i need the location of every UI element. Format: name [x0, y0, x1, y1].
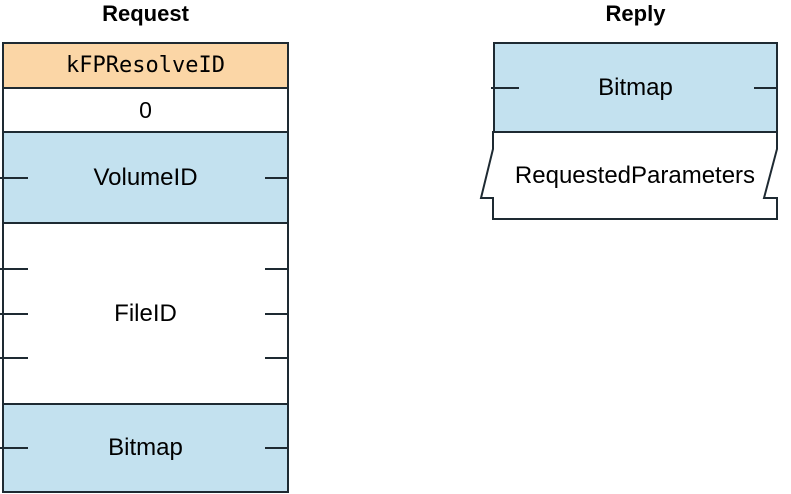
field-requestedparameters: RequestedParameters — [493, 135, 777, 217]
byte-boundary-tick — [0, 267, 28, 270]
variable-length-field-outline — [479, 131, 778, 220]
byte-boundary-tick — [0, 312, 28, 315]
byte-boundary-tick — [265, 267, 289, 270]
field-pad-zero: 0 — [4, 89, 287, 133]
field-label: Bitmap — [598, 73, 673, 101]
reply-title: Reply — [605, 1, 666, 26]
field-label: VolumeID — [93, 163, 198, 191]
byte-boundary-tick — [265, 447, 289, 449]
field-kfpresolveid: kFPResolveID — [4, 44, 287, 89]
field-volumeid: VolumeID — [0, 133, 289, 224]
byte-boundary-tick — [754, 86, 778, 89]
field-label: 0 — [139, 96, 152, 123]
field-reply-bitmap: Bitmap — [495, 44, 776, 131]
field-bitmap: Bitmap — [0, 405, 289, 491]
field-label: FileID — [114, 299, 177, 327]
byte-boundary-tick — [491, 86, 519, 89]
field-label: kFPResolveID — [66, 53, 225, 78]
byte-boundary-tick — [265, 357, 289, 360]
byte-boundary-tick — [265, 176, 289, 179]
request-title: Request — [102, 1, 189, 26]
byte-boundary-tick — [0, 447, 28, 449]
byte-boundary-tick — [265, 312, 289, 315]
request-packet: kFPResolveID 0 VolumeID FileID Bitmap — [0, 42, 289, 493]
field-fileid: FileID — [0, 224, 289, 405]
reply-packet: Bitmap — [491, 42, 778, 133]
field-label: RequestedParameters — [514, 162, 756, 189]
field-label: Bitmap — [108, 434, 183, 461]
byte-boundary-tick — [0, 176, 28, 179]
byte-boundary-tick — [0, 357, 28, 360]
